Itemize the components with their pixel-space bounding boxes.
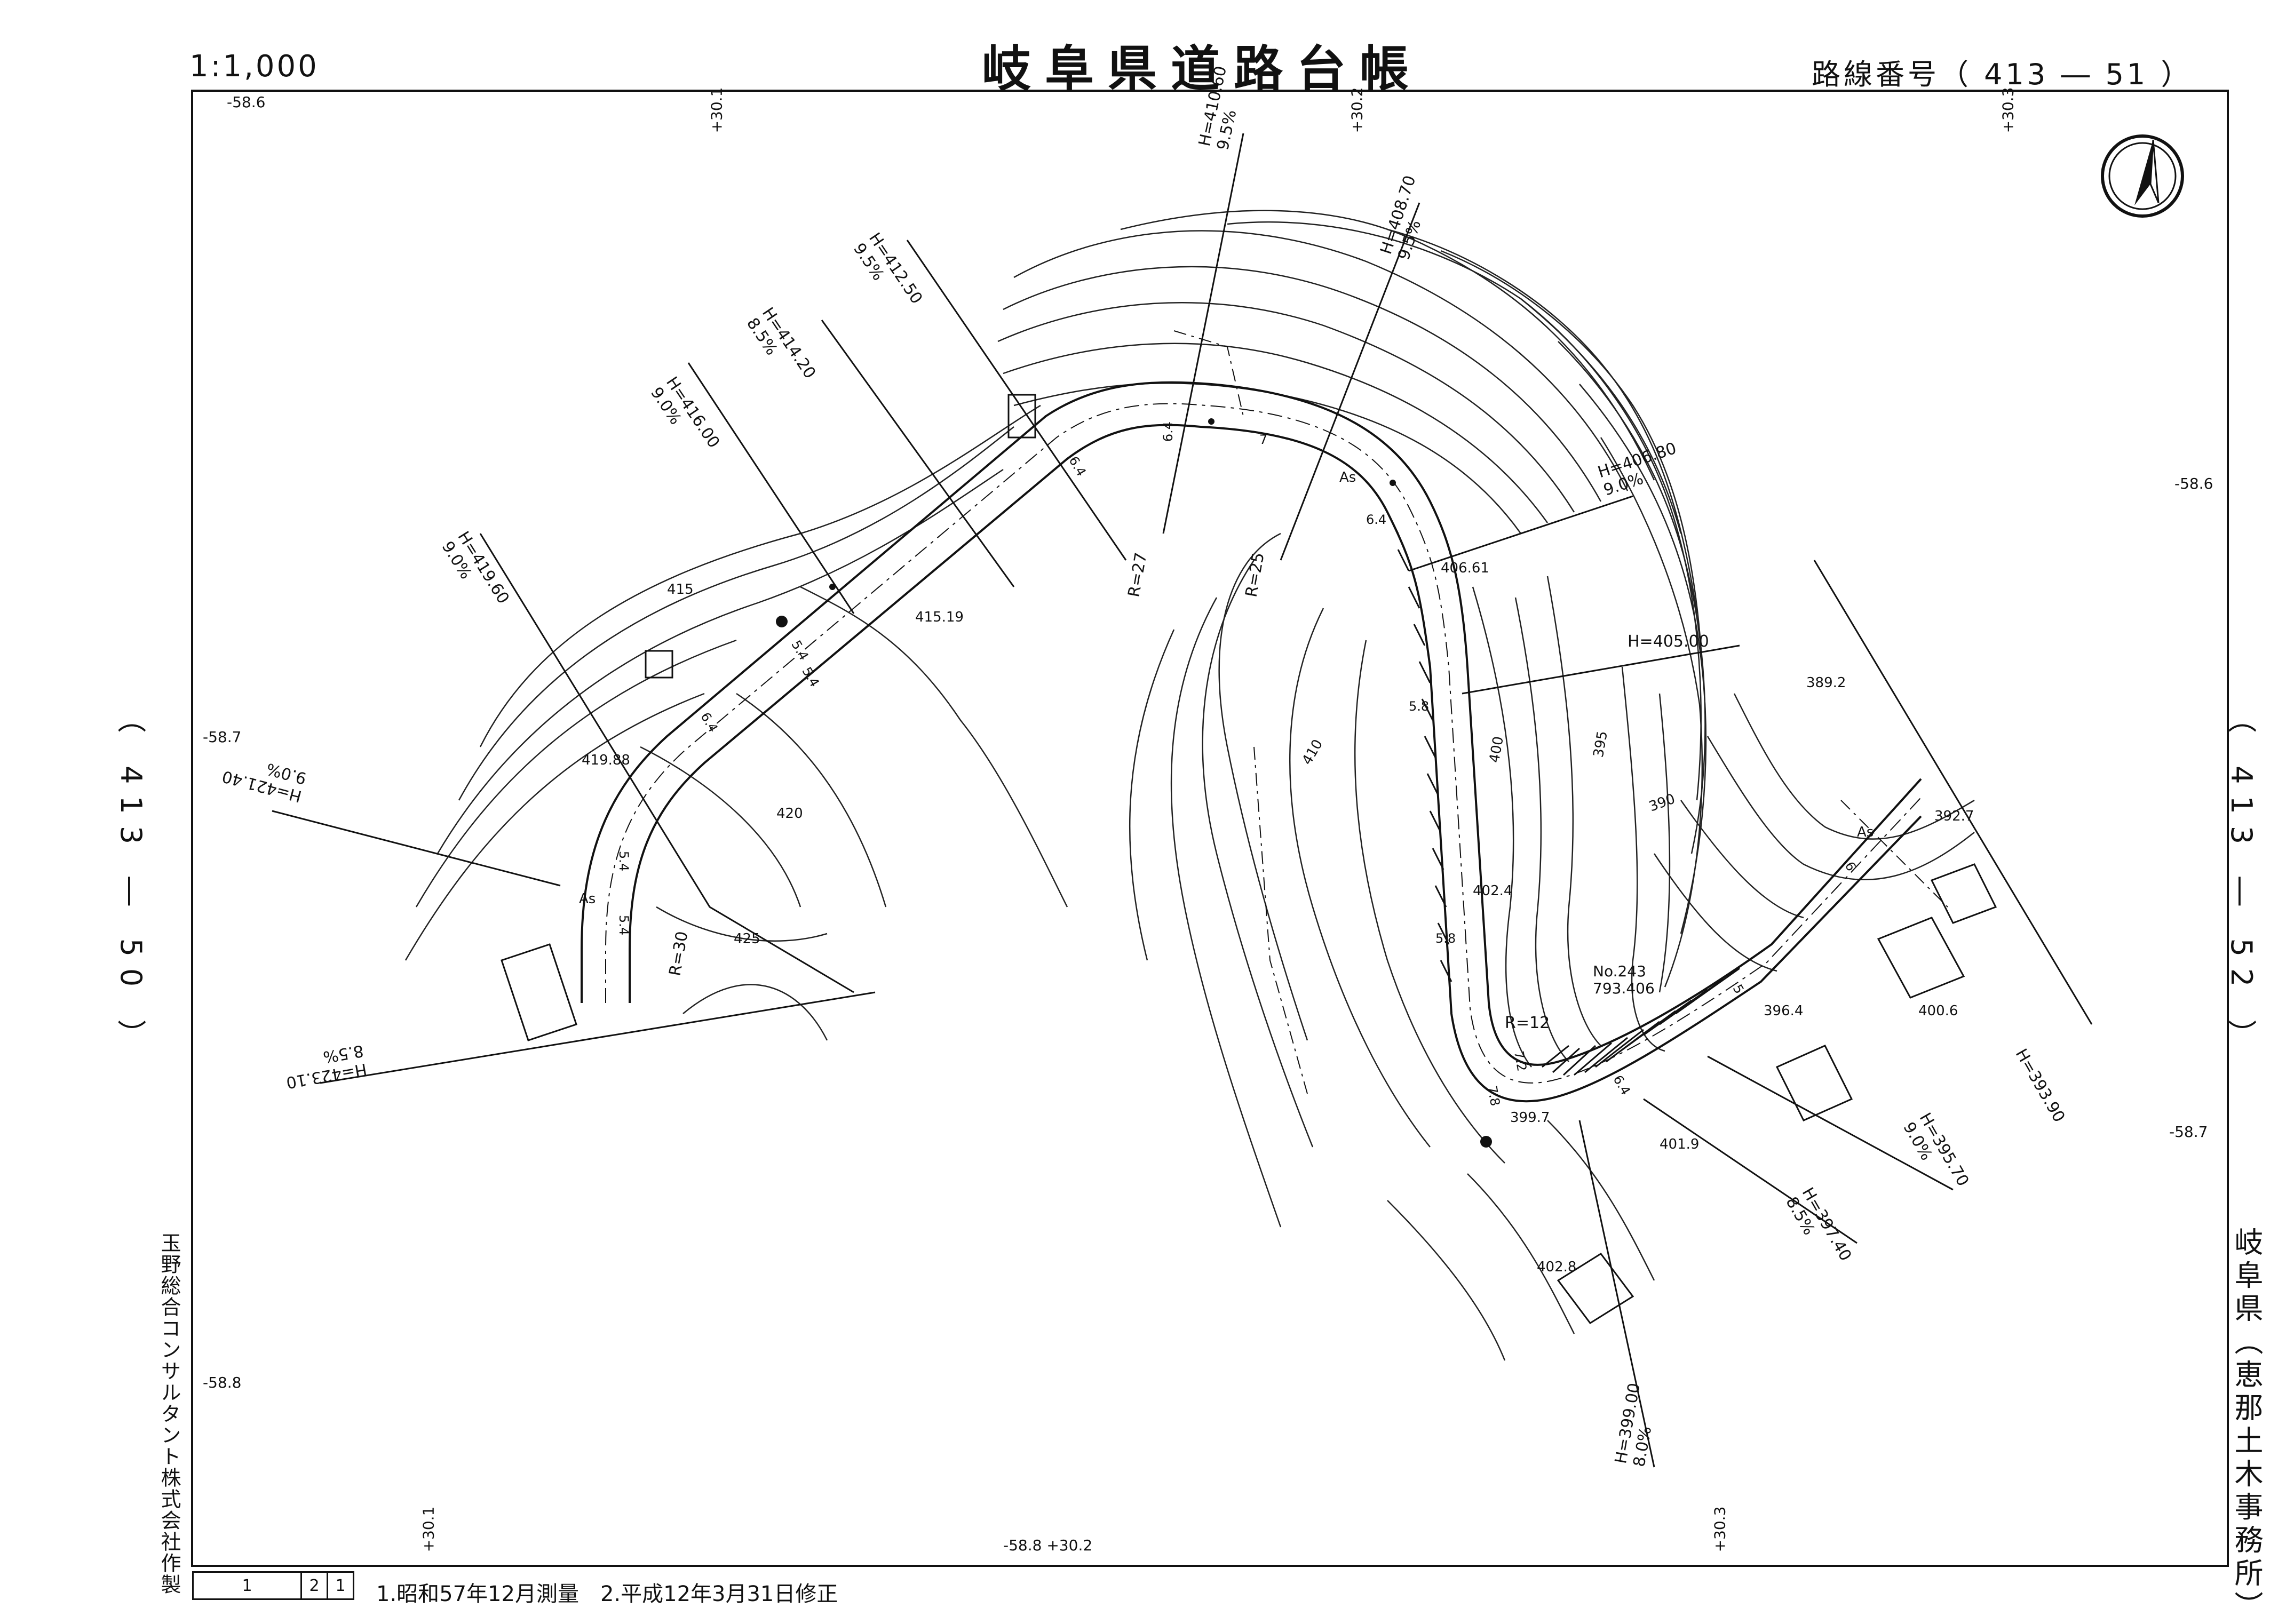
map-symbols	[776, 418, 1492, 1148]
spot-height: 402.8	[1537, 1259, 1577, 1275]
sheet-cell: 1	[194, 1573, 302, 1598]
gradient-section-lines	[272, 133, 2093, 1468]
grid-mark: +30.1	[708, 87, 726, 133]
spot-height: 389.2	[1806, 675, 1846, 691]
road-centerline	[605, 403, 1922, 1084]
adjacent-route-right: （ 413 ― 52 ）	[2225, 704, 2258, 1060]
road-edges	[581, 381, 1922, 1103]
road-width: 5.4	[616, 914, 632, 936]
sheet-number-box: 1 2 1	[192, 1571, 354, 1600]
spot-height: 392.7	[1934, 808, 1974, 824]
contour-label: 415	[667, 582, 694, 598]
spot-height: 419.88	[582, 752, 630, 768]
sheet-cell: 2	[302, 1573, 328, 1598]
spot-height: 400.6	[1918, 1003, 1958, 1019]
grid-mark: +30.1	[419, 1506, 438, 1553]
spot-height: 399.7	[1510, 1110, 1550, 1126]
grid-mark: -58.7	[203, 728, 242, 746]
office-name: 岐阜県（恵那土木事務所）	[2229, 1227, 2263, 1624]
revision-note: 1.昭和57年12月測量 2.平成12年3月31日修正	[376, 1582, 838, 1606]
road-width: 5.8	[1435, 931, 1456, 946]
spot-height: 406.61	[1441, 560, 1489, 576]
page-title: 岐阜県道路台帳	[982, 40, 1423, 98]
curve-radius: R=12	[1505, 1014, 1550, 1032]
spot-height: 396.4	[1764, 1003, 1804, 1019]
spot-height: 401.9	[1660, 1136, 1700, 1152]
grid-mark: +30.2	[1348, 87, 1366, 133]
pavement-label: As	[1857, 824, 1874, 840]
road-width: 5.8	[1409, 699, 1430, 714]
map-frame	[191, 90, 2229, 1567]
grid-mark: -58.6	[2174, 475, 2213, 492]
grid-mark: +30.3	[1711, 1506, 1729, 1553]
contour-label: 420	[776, 806, 803, 822]
road-width: 6.4	[1366, 512, 1387, 527]
contour-label: 425	[734, 931, 760, 947]
pavement-label: As	[1339, 469, 1356, 485]
contour-lines	[404, 210, 1707, 1068]
sheet-cell: 1	[335, 1576, 346, 1595]
spot-height: 415.19	[915, 609, 964, 625]
maker-credit: 玉野総合コンサルタント株式会社作製	[157, 1232, 181, 1595]
map-scale: 1:1,000	[189, 49, 319, 84]
road-width: 5.4	[616, 850, 632, 872]
north-arrow-icon	[2101, 134, 2184, 218]
gradient-label: H=405.00	[1628, 632, 1709, 651]
grid-mark: +30.3	[1999, 87, 2017, 133]
adjacent-route-left: （ 413 ― 50 ）	[114, 704, 148, 1060]
grid-mark: -58.7	[2169, 1123, 2208, 1141]
route-number: 路線番号（ 413 ― 51 ）	[1812, 58, 2193, 91]
grid-mark: -58.8	[203, 1374, 242, 1391]
buildings	[501, 394, 1997, 1325]
grid-mark: -58.8 +30.2	[1003, 1537, 1093, 1554]
road-width: 6.4	[1161, 421, 1176, 442]
pavement-label: As	[579, 891, 596, 907]
road-width: 7	[1259, 432, 1268, 447]
grid-mark: -58.6	[227, 93, 266, 111]
slope-hatch	[1542, 967, 1740, 1076]
spot-height: 402.4	[1473, 883, 1513, 899]
